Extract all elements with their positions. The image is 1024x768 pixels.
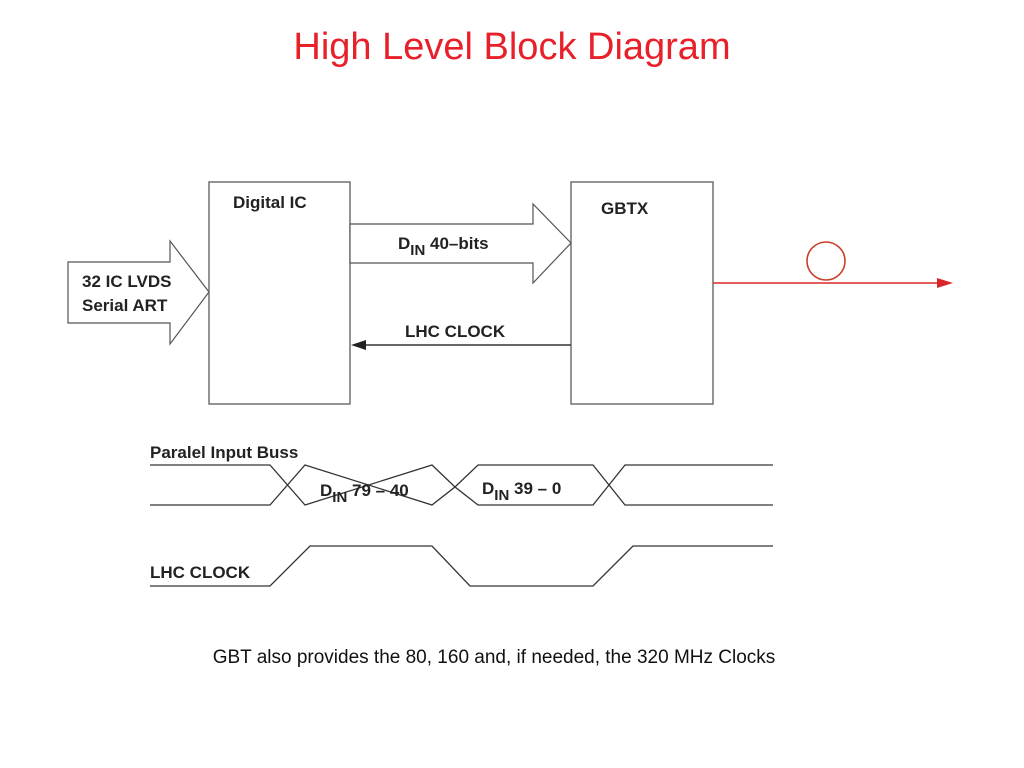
data-bus-label-subscript: IN [410, 242, 425, 259]
gbtx-block [570, 181, 714, 405]
timing-bus-label: Paralel Input Buss [150, 443, 298, 462]
timing-segment2-suffix: 39 – 0 [509, 479, 561, 498]
timing-clock-label: LHC CLOCK [150, 563, 251, 582]
slide-title: High Level Block Diagram [293, 26, 731, 68]
data-bus-label-main: D [398, 234, 410, 253]
timing-segment2-subscript: IN [494, 487, 509, 504]
bus-waveform-top [150, 464, 773, 506]
clock-arrow-head [351, 340, 366, 350]
timing-segment2-main: D [482, 479, 494, 498]
timing-segment2-label: DIN 39 – 0 [482, 479, 561, 504]
digital-ic-block [208, 181, 351, 405]
slide-caption: GBT also provides the 80, 160 and, if ne… [212, 647, 776, 668]
input-label-line2: Serial ART [82, 296, 168, 315]
input-arrow [67, 239, 210, 346]
timing-segment1-main: D [320, 481, 332, 500]
optical-link-arrowhead [937, 278, 953, 288]
timing-segment1-label: DIN 79 – 40 [320, 481, 409, 506]
optical-fiber-icon [806, 241, 846, 281]
bus-waveform-bottom [150, 464, 773, 506]
gbtx-label: GBTX [601, 199, 649, 218]
data-bus-arrow [349, 202, 572, 285]
input-label-line1: 32 IC LVDS [82, 272, 171, 291]
digital-ic-label: Digital IC [233, 193, 307, 212]
data-bus-label-suffix: 40–bits [425, 234, 488, 253]
timing-segment1-suffix: 79 – 40 [347, 481, 408, 500]
data-bus-label: DIN 40–bits [398, 234, 489, 259]
timing-segment1-subscript: IN [332, 489, 347, 506]
clock-waveform [150, 545, 773, 587]
clock-label: LHC CLOCK [405, 322, 506, 341]
